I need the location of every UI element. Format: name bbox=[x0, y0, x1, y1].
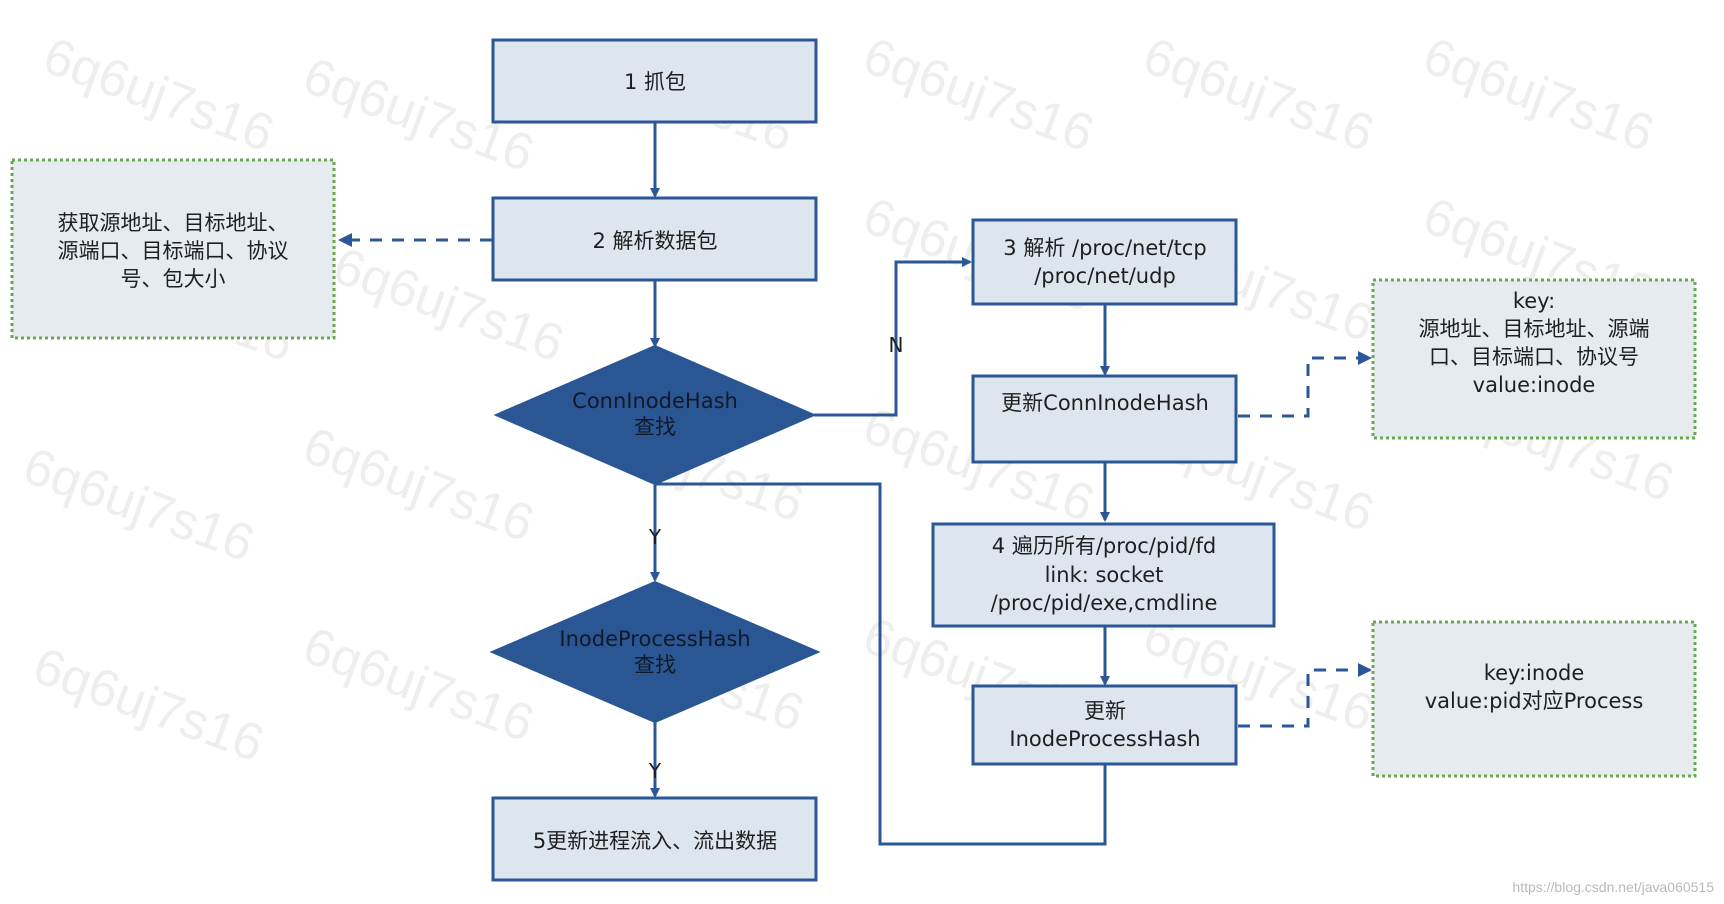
watermark-text: 6q6uj7s16 bbox=[1416, 27, 1661, 164]
note-line: 源地址、目标地址、源端 bbox=[1419, 317, 1650, 341]
watermark-text: 6q6uj7s16 bbox=[36, 27, 281, 164]
note-line: value:inode bbox=[1473, 373, 1596, 397]
note-line: value:pid对应Process bbox=[1425, 689, 1644, 713]
process-node-parse-proc: 3 解析 /proc/net/tcp /proc/net/udp bbox=[971, 218, 1238, 306]
note-line: 源端口、目标端口、协议 bbox=[58, 239, 289, 263]
process-node-label: 1 抓包 bbox=[624, 70, 686, 94]
process-node-update-inode: 更新 InodeProcessHash bbox=[971, 684, 1238, 766]
process-node-label: /proc/net/udp bbox=[1034, 264, 1176, 288]
note-parse-fields: 获取源地址、目标地址、 源端口、目标端口、协议 号、包大小 bbox=[10, 158, 336, 340]
decision-node-conn-lookup: ConnInodeHash 查找 bbox=[493, 344, 817, 486]
decision-node-label: 查找 bbox=[634, 415, 676, 439]
process-node-label: InodeProcessHash bbox=[1009, 727, 1200, 751]
watermark-text: 6q6uj7s16 bbox=[1136, 27, 1381, 164]
edge-label-no: N bbox=[889, 333, 904, 357]
edge-label-yes: Y bbox=[648, 525, 662, 549]
decision-node-inode-lookup: InodeProcessHash 查找 bbox=[489, 580, 821, 724]
edge-conn-lookup-no bbox=[814, 257, 972, 417]
process-node-label: link: socket bbox=[1045, 563, 1164, 587]
edges bbox=[338, 122, 1372, 846]
process-node-update-conn: 更新ConnInodeHash bbox=[971, 374, 1238, 464]
edge-update-conn-to-note bbox=[1238, 351, 1372, 418]
edge-update-inode-loop bbox=[655, 482, 1107, 846]
edge-label-yes: Y bbox=[648, 759, 662, 783]
decision-node-label: InodeProcessHash bbox=[559, 627, 750, 651]
process-node-label: 更新 bbox=[1084, 699, 1126, 723]
watermark-text: 6q6uj7s16 bbox=[16, 437, 261, 574]
note-conn-hash: key: 源地址、目标地址、源端 口、目标端口、协议号 value:inode bbox=[1371, 278, 1697, 440]
process-node-label: 3 解析 /proc/net/tcp bbox=[1003, 236, 1206, 260]
note-line: 号、包大小 bbox=[121, 267, 226, 291]
note-line: key:inode bbox=[1484, 661, 1585, 685]
process-node-update-traffic: 5更新进程流入、流出数据 bbox=[491, 796, 818, 882]
note-line: key: bbox=[1513, 289, 1555, 313]
process-node-label: /proc/pid/exe,cmdline bbox=[991, 591, 1218, 615]
edge-update-inode-to-note bbox=[1238, 663, 1372, 728]
watermark-url: https://blog.csdn.net/java060515 bbox=[1512, 879, 1714, 895]
watermark-text: 6q6uj7s16 bbox=[296, 417, 541, 554]
note-inode-hash: key:inode value:pid对应Process bbox=[1371, 620, 1697, 778]
process-node-label: 4 遍历所有/proc/pid/fd bbox=[992, 534, 1216, 558]
process-node-parse: 2 解析数据包 bbox=[491, 196, 818, 282]
watermark-text: 6q6uj7s16 bbox=[26, 637, 271, 774]
note-line: 口、目标端口、协议号 bbox=[1429, 345, 1639, 369]
process-node-capture: 1 抓包 bbox=[491, 38, 818, 124]
process-node-label: 2 解析数据包 bbox=[592, 229, 717, 253]
watermark-text: 6q6uj7s16 bbox=[856, 27, 1101, 164]
process-node-walk-proc: 4 遍历所有/proc/pid/fd link: socket /proc/pi… bbox=[931, 522, 1276, 628]
decision-node-label: 查找 bbox=[634, 653, 676, 677]
watermark-text: 6q6uj7s16 bbox=[296, 617, 541, 754]
process-node-label: 更新ConnInodeHash bbox=[1001, 391, 1209, 415]
decision-node-label: ConnInodeHash bbox=[572, 389, 738, 413]
note-line: 获取源地址、目标地址、 bbox=[58, 211, 289, 235]
process-node-label: 5更新进程流入、流出数据 bbox=[533, 829, 777, 853]
